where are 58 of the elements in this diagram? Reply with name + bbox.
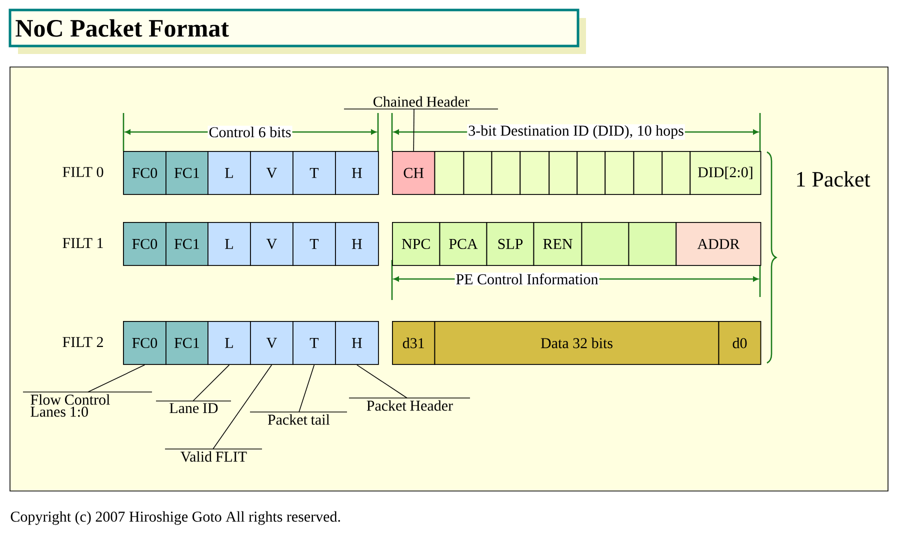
title-box: NoC Packet Format — [8, 8, 586, 54]
dimension-label: 3-bit Destination ID (DID), 10 hops — [467, 124, 685, 140]
brace-label: 1 Packet — [797, 171, 870, 187]
dimension-label: Control 6 bits — [208, 126, 292, 138]
field-cell — [581, 222, 630, 266]
copyright-note: Copyright (c) 2007 Hiroshige Goto All rights reserved. — [10, 511, 340, 525]
field-cell: PCA — [439, 222, 488, 266]
row-label: FILT 2 — [62, 337, 103, 347]
field-cell: L — [208, 151, 251, 195]
field-cell: L — [208, 321, 251, 365]
field-cell: SLP — [486, 222, 534, 266]
callout-text: Chained Header — [344, 96, 498, 110]
callout-text: Valid FLIT — [164, 448, 262, 462]
field-cell: V — [250, 321, 294, 365]
field-cell: L — [208, 222, 251, 266]
row-label: FILT 1 — [62, 238, 103, 248]
field-cell: CH — [392, 151, 436, 195]
leader-line — [212, 364, 272, 450]
field-cell: H — [335, 321, 379, 365]
field-cell: FC1 — [166, 222, 208, 266]
field-cell: FC0 — [123, 222, 166, 266]
field-cell: REN — [533, 222, 582, 266]
field-cell: d0 — [718, 321, 762, 365]
leader-line — [356, 364, 408, 398]
field-cell: V — [250, 222, 294, 266]
field-cell: FC0 — [123, 321, 166, 365]
leader-line — [192, 364, 230, 402]
leader-line — [298, 364, 315, 412]
field-cell: T — [292, 151, 336, 195]
callout-text: Flow Control Lanes 1:0 — [22, 392, 152, 417]
field-cell — [463, 151, 492, 195]
field-cell: d31 — [392, 321, 436, 365]
field-cell — [434, 151, 464, 195]
callout-text: Packet tail — [250, 412, 348, 425]
field-cell — [662, 151, 691, 195]
callout-text: Packet Header — [348, 398, 470, 411]
field-cell: T — [292, 321, 336, 365]
field-cell: V — [250, 151, 294, 195]
field-cell — [633, 151, 663, 195]
field-cell: T — [292, 222, 336, 266]
field-cell: NPC — [392, 222, 440, 266]
field-cell — [604, 151, 634, 195]
dimension-label: PE Control Information — [454, 272, 600, 286]
field-cell — [628, 222, 677, 266]
field-cell — [576, 151, 606, 195]
field-cell — [520, 151, 550, 195]
leader-line — [413, 108, 414, 152]
callout-text: Lane ID — [156, 400, 232, 414]
field-cell: H — [335, 222, 379, 266]
field-cell: FC1 — [166, 321, 208, 365]
leader-line — [88, 364, 146, 392]
field-cell: FC0 — [123, 151, 166, 195]
row-label: FILT 0 — [62, 166, 104, 178]
field-cell: ADDR — [676, 222, 762, 266]
field-cell: H — [335, 151, 379, 195]
field-cell — [548, 151, 578, 195]
field-cell: FC1 — [166, 151, 208, 195]
field-cell — [491, 151, 521, 195]
